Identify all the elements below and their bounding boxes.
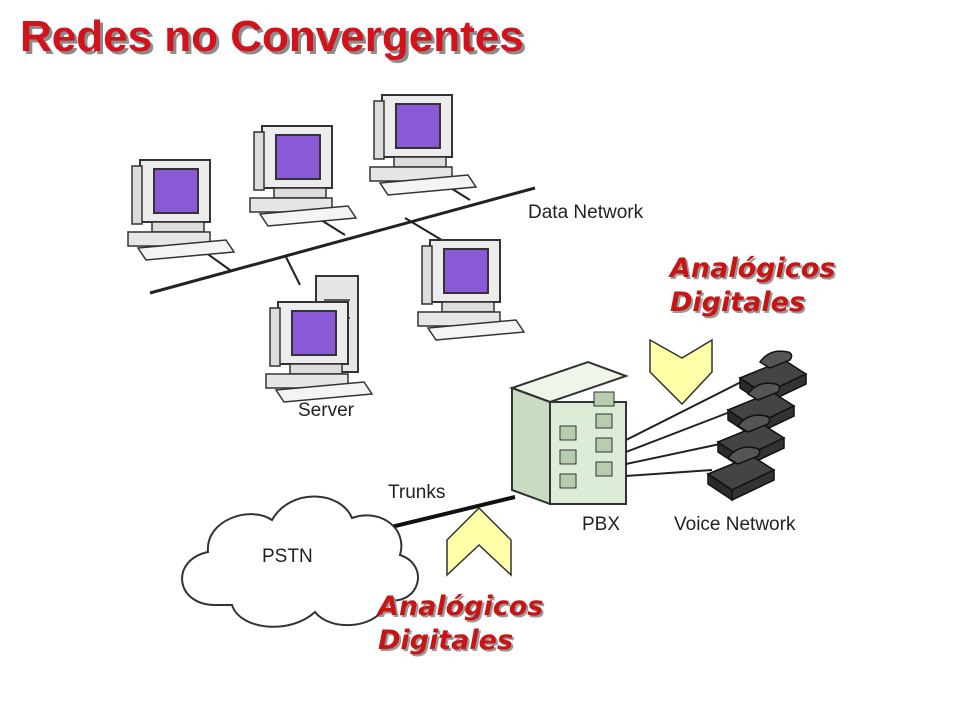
callout-arrow-bottom xyxy=(446,506,512,577)
callout-arrow-top xyxy=(649,338,713,406)
workstation-3 xyxy=(369,94,477,196)
data-network-backbone xyxy=(149,186,536,295)
pstn-label: PSTN xyxy=(262,546,313,567)
callout-top-line2: Digitales xyxy=(670,287,806,318)
callout-top-line1: Analógicos xyxy=(670,253,836,284)
pstn-cloud xyxy=(181,495,419,628)
voice-network-label: Voice Network xyxy=(674,514,796,535)
server-label: Server xyxy=(298,400,355,421)
pbx-label: PBX xyxy=(582,514,620,535)
slide-title: Redes no Convergentes xyxy=(20,12,524,61)
workstation-2 xyxy=(249,125,357,227)
callout-top: Analógicos Digitales xyxy=(670,252,835,320)
workstation-4 xyxy=(417,239,525,341)
callout-bottom-line1: Analógicos xyxy=(378,591,544,622)
data-network-label: Data Network xyxy=(528,202,644,223)
callout-bottom: Analógicos Digitales xyxy=(378,590,543,658)
workstation-1 xyxy=(127,159,235,261)
pbx-cabinet xyxy=(509,360,629,506)
server-computer xyxy=(265,275,373,403)
callout-bottom-line2: Digitales xyxy=(378,625,514,656)
trunks-label: Trunks xyxy=(388,482,445,503)
